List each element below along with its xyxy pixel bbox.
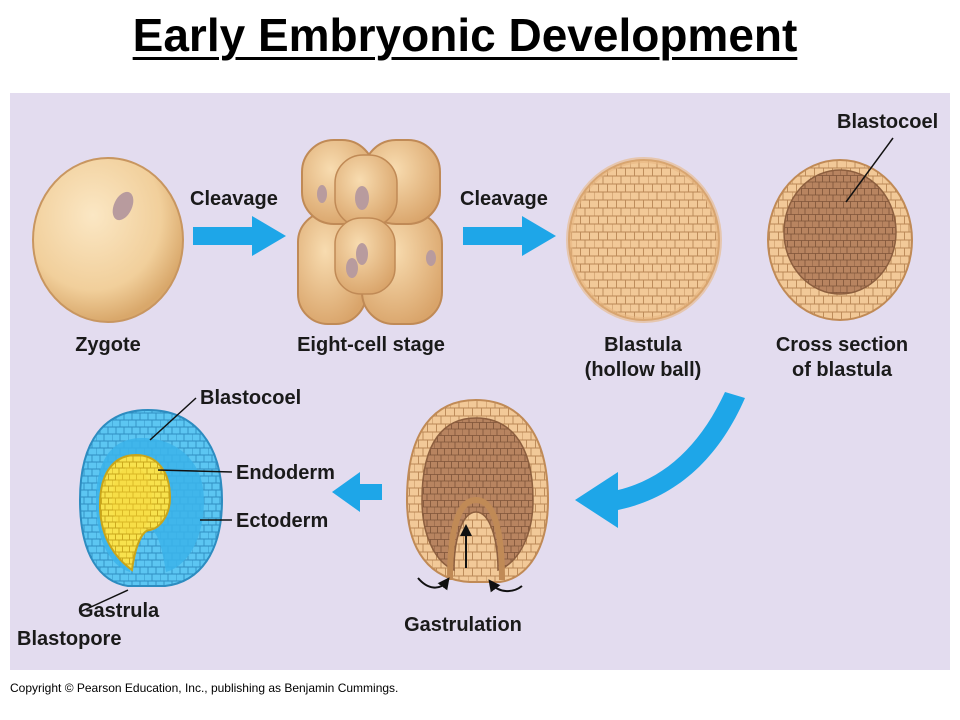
cleavage-arrow-1 bbox=[193, 216, 286, 256]
cleavage-arrow-2 bbox=[463, 216, 556, 256]
blastula-illustration bbox=[566, 157, 722, 323]
label-of-blastula: of blastula bbox=[792, 359, 893, 381]
label-blastula: Blastula bbox=[604, 334, 683, 356]
label-blastocoel-bottom: Blastocoel bbox=[200, 387, 301, 409]
label-cross-section: Cross section bbox=[776, 334, 908, 356]
blastopore-pointer bbox=[79, 589, 129, 613]
label-zygote: Zygote bbox=[75, 334, 141, 356]
endoderm-pointer bbox=[157, 469, 233, 473]
blastocoel-pointer-bottom bbox=[149, 397, 197, 441]
label-blastopore: Blastopore bbox=[17, 628, 121, 650]
label-blastocoel-top: Blastocoel bbox=[837, 111, 938, 133]
label-cleavage-1: Cleavage bbox=[190, 188, 278, 210]
zygote-illustration bbox=[32, 157, 184, 323]
label-cleavage-2: Cleavage bbox=[460, 188, 548, 210]
label-endoderm: Endoderm bbox=[236, 462, 335, 484]
blastocoel-pointer-top bbox=[845, 137, 894, 203]
gastrulation-curved-arrow bbox=[575, 392, 745, 528]
blastula-cross-section-illustration bbox=[767, 159, 913, 321]
gastrula-illustration bbox=[78, 408, 224, 587]
eight-cell-illustration bbox=[297, 139, 443, 325]
gastrulation-illustration bbox=[405, 398, 550, 593]
copyright-notice: Copyright © Pearson Education, Inc., pub… bbox=[10, 681, 399, 695]
gastrula-arrow bbox=[332, 472, 382, 512]
label-eight-cell-stage: Eight-cell stage bbox=[297, 334, 445, 356]
page-title: Early Embryonic Development bbox=[132, 9, 798, 61]
label-gastrula: Gastrula bbox=[78, 600, 160, 622]
label-ectoderm: Ectoderm bbox=[236, 510, 328, 532]
label-hollow-ball: (hollow ball) bbox=[585, 359, 702, 381]
label-gastrulation: Gastrulation bbox=[404, 614, 522, 636]
